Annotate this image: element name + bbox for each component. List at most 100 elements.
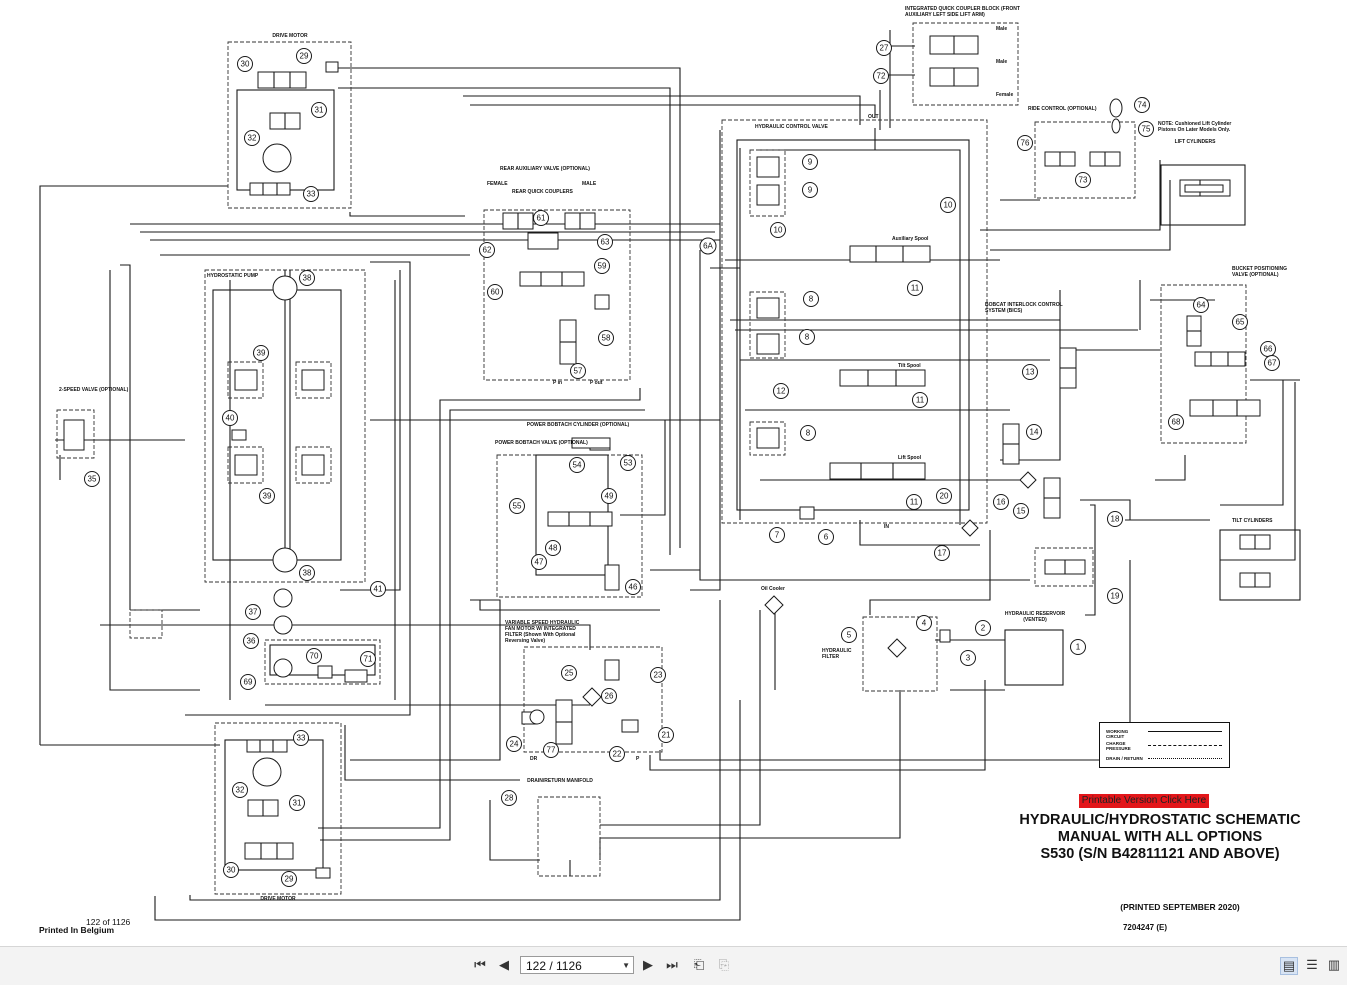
callout: 41: [370, 581, 386, 597]
callout: 53: [620, 455, 636, 471]
svg-text:62: 62: [483, 246, 492, 255]
callout: 32: [244, 130, 260, 146]
callout: 27: [876, 40, 892, 56]
callout: 47: [531, 554, 547, 570]
label-dr: DR: [530, 756, 538, 762]
svg-text:11: 11: [911, 284, 920, 293]
previous-page-icon[interactable]: ◀: [499, 957, 509, 972]
svg-text:64: 64: [1197, 301, 1206, 310]
callout: 62: [479, 242, 495, 258]
callout: 5: [841, 627, 857, 643]
section-labels: DRIVE MOTOR DRIVE MOTOR HYDROSTATIC PUMP…: [59, 6, 1287, 902]
label-rear-aux-valve: REAR AUXILIARY VALVE (OPTIONAL): [500, 166, 590, 172]
svg-text:33: 33: [307, 190, 316, 199]
label-tilt-spool: Tilt Spool: [898, 363, 921, 369]
callout: 12: [773, 383, 789, 399]
svg-text:9: 9: [808, 158, 813, 167]
legend-dashed-line: [1148, 745, 1222, 746]
svg-text:14: 14: [1030, 428, 1039, 437]
label-hydraulic-filter: HYDRAULIC FILTER: [822, 648, 851, 660]
svg-text:63: 63: [601, 238, 610, 247]
label-male: MALE: [582, 181, 597, 187]
continuous-view-icon[interactable]: ☰: [1306, 957, 1318, 972]
callout: 6A: [699, 237, 717, 255]
label-bics: BOBCAT INTERLOCK CONTROL SYSTEM (BICS): [985, 302, 1063, 314]
svg-text:46: 46: [629, 583, 638, 592]
svg-text:67: 67: [1268, 359, 1277, 368]
callout: 71: [360, 651, 376, 667]
callout: 24: [506, 736, 522, 752]
svg-text:54: 54: [573, 461, 582, 470]
printable-version-link[interactable]: Printable Version Click Here: [1079, 794, 1209, 808]
label-auxiliary-spool: Auxiliary Spool: [892, 236, 929, 242]
callout: 58: [598, 330, 614, 346]
label-p-out: P out: [590, 380, 603, 386]
svg-text:59: 59: [598, 262, 607, 271]
callout: 7: [769, 527, 785, 543]
callout: 20: [936, 488, 952, 504]
previous-view-icon[interactable]: ⎗: [693, 957, 705, 972]
next-page-icon[interactable]: ▶: [643, 957, 653, 972]
svg-text:31: 31: [315, 106, 324, 115]
svg-text:53: 53: [624, 459, 633, 468]
svg-text:47: 47: [535, 558, 544, 567]
facing-view-icon[interactable]: ▥: [1327, 957, 1341, 972]
svg-text:8: 8: [806, 429, 811, 438]
part-number: 7204247 (E): [1122, 923, 1168, 932]
svg-text:39: 39: [257, 349, 266, 358]
callout: 14: [1026, 424, 1042, 440]
svg-text:11: 11: [910, 498, 919, 507]
svg-text:6A: 6A: [703, 242, 713, 251]
last-page-icon[interactable]: ⏭: [666, 957, 678, 972]
svg-text:38: 38: [303, 274, 312, 283]
label-quick-coupler-block: INTEGRATED QUICK COUPLER BLOCK (FRONT AU…: [905, 6, 1020, 18]
svg-text:7: 7: [775, 531, 780, 540]
next-view-icon[interactable]: ⎘: [718, 957, 730, 972]
first-page-icon[interactable]: ⏮: [474, 957, 486, 972]
svg-text:73: 73: [1079, 176, 1088, 185]
page-number-select[interactable]: 122 / 1126 ▼: [520, 956, 634, 974]
svg-text:74: 74: [1138, 101, 1147, 110]
legend-drain-return: DRAIN / RETURN: [1106, 756, 1143, 761]
svg-text:23: 23: [654, 671, 663, 680]
legend-working-circuit: WORKING CIRCUIT: [1106, 729, 1129, 739]
callout: 17: [934, 545, 950, 561]
svg-text:18: 18: [1111, 515, 1120, 524]
callout: 31: [289, 795, 305, 811]
callout: 74: [1134, 97, 1150, 113]
single-page-view-icon[interactable]: ▤: [1280, 957, 1298, 975]
callout: 48: [545, 540, 561, 556]
svg-text:1: 1: [1076, 643, 1081, 652]
callout: 66: [1260, 341, 1276, 357]
callout: 33: [293, 730, 309, 746]
svg-text:16: 16: [997, 498, 1006, 507]
callout: 9: [802, 182, 818, 198]
callout: 8: [799, 329, 815, 345]
callout: 61: [533, 210, 549, 226]
svg-text:40: 40: [226, 414, 235, 423]
callout: 30: [237, 56, 253, 72]
svg-text:4: 4: [922, 619, 927, 628]
callout: 28: [501, 790, 517, 806]
callout: 16: [993, 494, 1009, 510]
label-fan-motor: VARIABLE SPEED HYDRAULIC FAN MOTOR W/ IN…: [505, 620, 579, 644]
svg-text:55: 55: [513, 502, 522, 511]
svg-text:57: 57: [574, 367, 583, 376]
callout: 38: [299, 565, 315, 581]
svg-text:26: 26: [605, 692, 614, 701]
printed-date: (PRINTED SEPTEMBER 2020): [1120, 902, 1240, 912]
callout: 60: [487, 284, 503, 300]
label-male-1: Male: [996, 26, 1007, 32]
callout: 75: [1138, 121, 1154, 137]
svg-text:66: 66: [1264, 345, 1273, 354]
svg-text:9: 9: [808, 186, 813, 195]
printed-in: Printed In Belgium: [39, 925, 115, 935]
svg-text:61: 61: [537, 214, 546, 223]
label-lift-spool: Lift Spool: [898, 455, 922, 461]
svg-text:65: 65: [1236, 318, 1245, 327]
callout: 25: [561, 665, 577, 681]
legend-charge-pressure: CHARGE PRESSURE: [1106, 741, 1131, 751]
svg-text:12: 12: [777, 387, 786, 396]
callout: 32: [232, 782, 248, 798]
callout: 46: [625, 579, 641, 595]
